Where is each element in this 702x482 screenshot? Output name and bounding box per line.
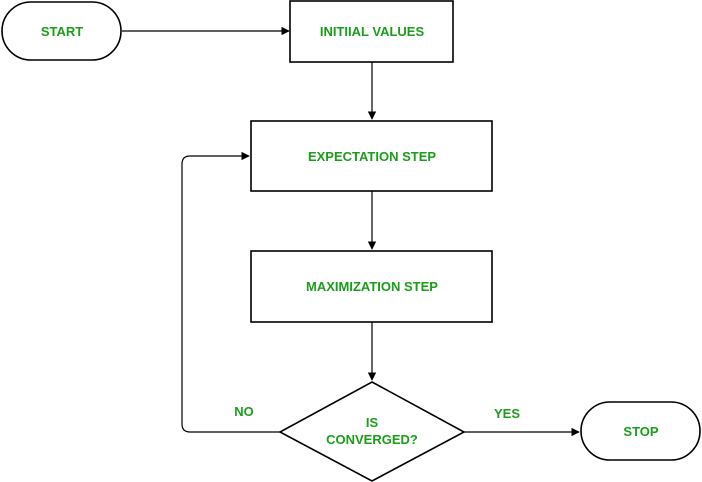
stop-node: STOP	[580, 401, 701, 461]
start-label: START	[41, 24, 83, 39]
maximization-step-label: MAXIMIZATION STEP	[306, 279, 438, 294]
initial-values-node: INITIIAL VALUES	[289, 0, 454, 63]
initial-values-label: INITIIAL VALUES	[320, 24, 425, 39]
stop-label: STOP	[623, 424, 658, 439]
edge-label-no: NO	[234, 404, 254, 419]
edge-label-yes: YES	[494, 406, 520, 421]
start-node: START	[1, 1, 122, 61]
maximization-step-node: MAXIMIZATION STEP	[250, 250, 493, 323]
decision-label-line1: IS	[366, 415, 379, 430]
expectation-step-node: EXPECTATION STEP	[250, 120, 493, 192]
edge-decision-no-loop	[181, 151, 280, 433]
converged-decision-node: IS CONVERGED?	[278, 381, 466, 482]
decision-label-line2: CONVERGED?	[326, 432, 418, 447]
expectation-step-label: EXPECTATION STEP	[308, 149, 436, 164]
